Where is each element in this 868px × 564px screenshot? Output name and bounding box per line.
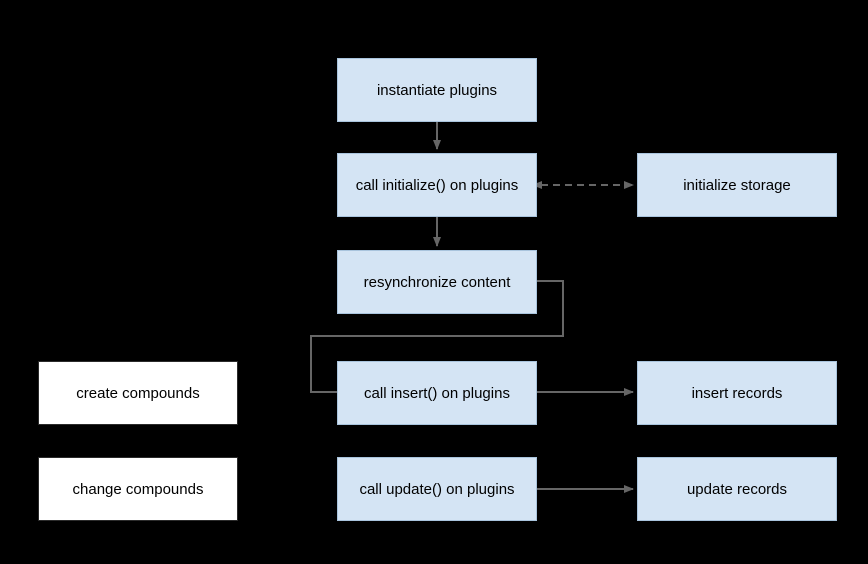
node-label: create compounds [76, 384, 200, 402]
node-call-update[interactable]: call update() on plugins [337, 457, 537, 521]
node-label: call insert() on plugins [364, 384, 510, 402]
node-label: change compounds [72, 480, 204, 498]
node-update-records[interactable]: update records [637, 457, 837, 521]
node-instantiate-plugins[interactable]: instantiate plugins [337, 58, 537, 122]
node-label: update records [686, 480, 788, 498]
node-call-insert[interactable]: call insert() on plugins [337, 361, 537, 425]
node-insert-records[interactable]: insert records [637, 361, 837, 425]
edge-resync-to-insert [310, 280, 564, 393]
node-resynchronize-content[interactable]: resynchronize content [337, 250, 537, 314]
node-label: initialize storage [683, 176, 791, 194]
node-change-compounds[interactable]: change compounds [38, 457, 238, 521]
node-label: call update() on plugins [359, 480, 515, 498]
node-label: insert records [691, 384, 783, 402]
node-initialize-storage[interactable]: initialize storage [637, 153, 837, 217]
node-label: resynchronize content [363, 273, 511, 291]
node-label: instantiate plugins [376, 81, 498, 99]
node-call-initialize[interactable]: call initialize() on plugins [337, 153, 537, 217]
node-label: call initialize() on plugins [355, 176, 519, 194]
node-create-compounds[interactable]: create compounds [38, 361, 238, 425]
